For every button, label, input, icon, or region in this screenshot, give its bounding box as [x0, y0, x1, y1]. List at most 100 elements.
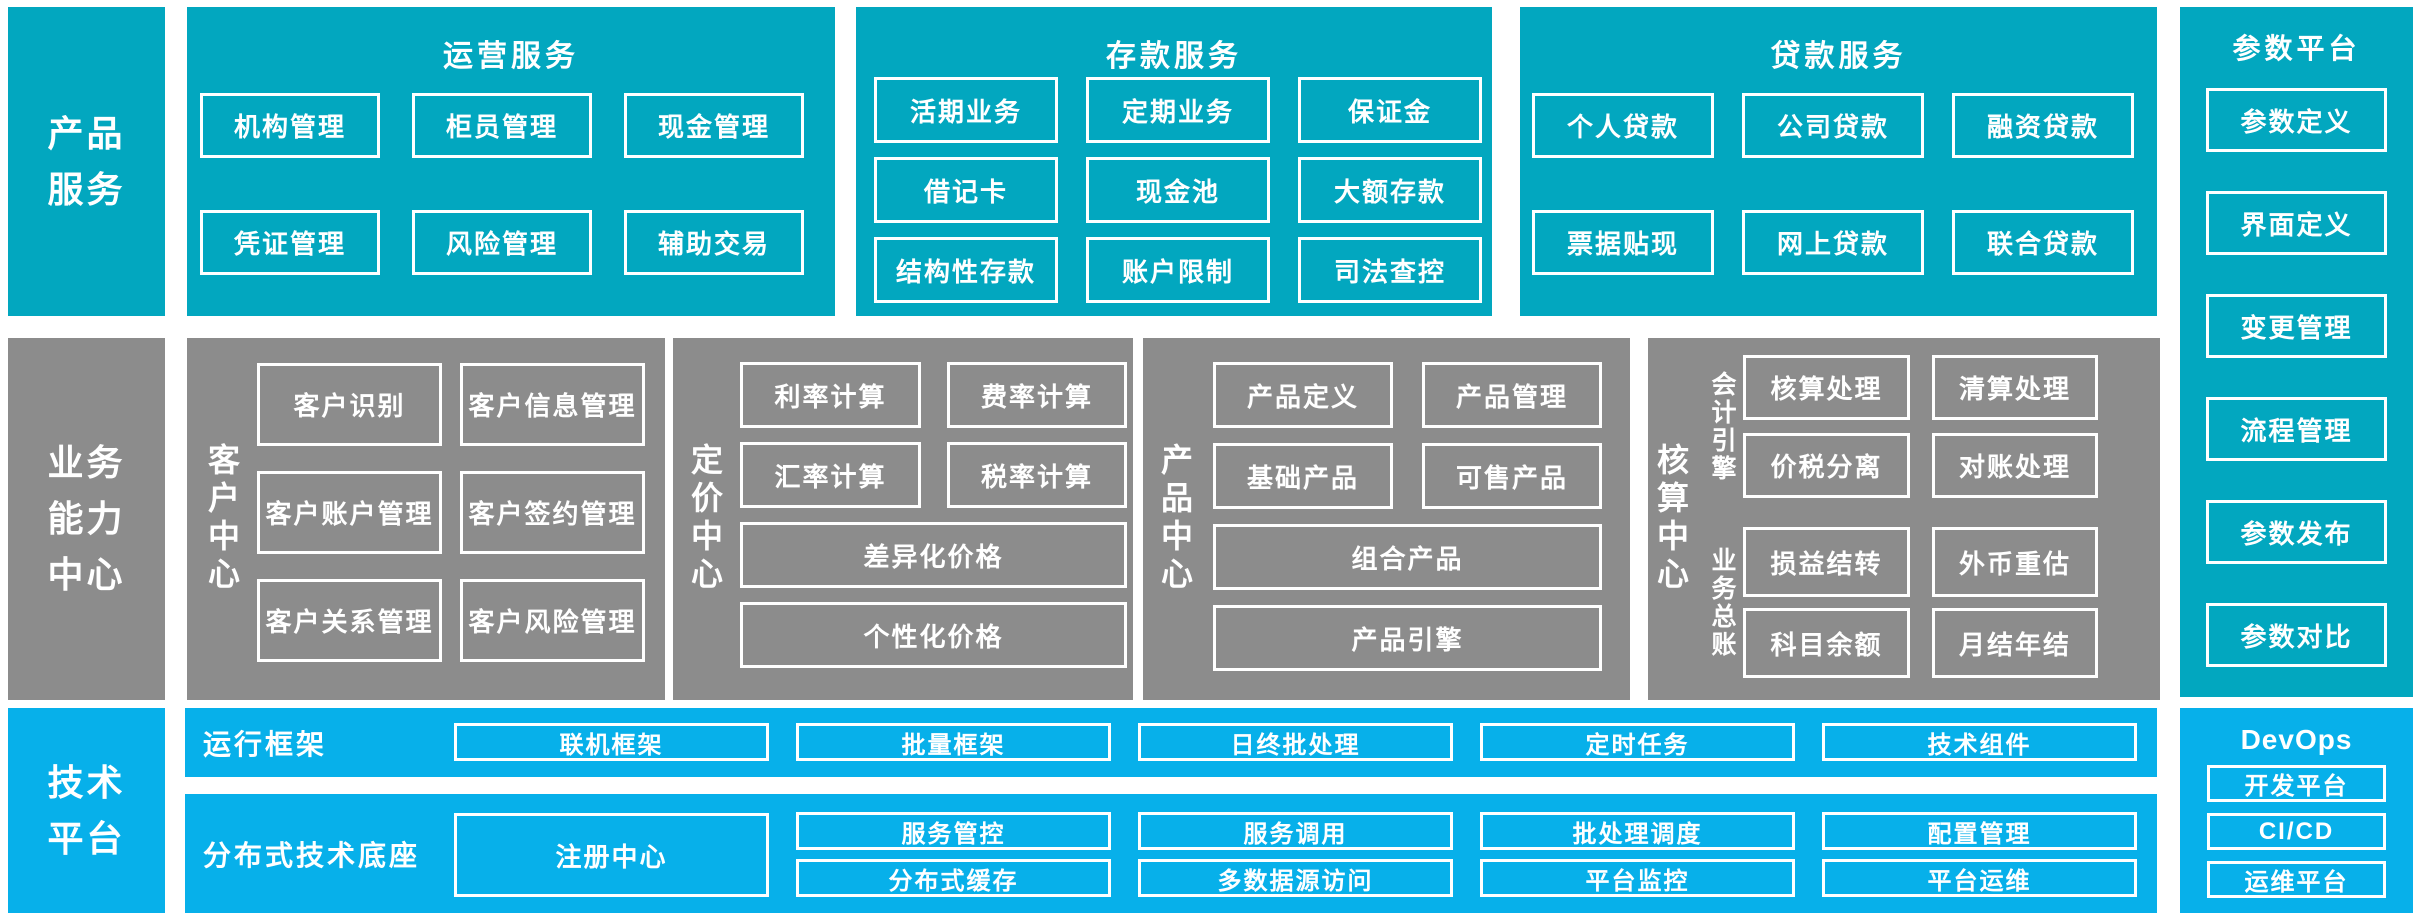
ledger-grid: 损益结转 外币重估 科目余额 月结年结	[1743, 527, 2098, 678]
diagram-box: 税率计算	[947, 442, 1127, 508]
diagram-box: 月结年结	[1932, 608, 2098, 678]
diagram-box: 变更管理	[2206, 294, 2387, 358]
diagram-box: 借记卡	[874, 157, 1058, 223]
center-customer: 客户中心 客户识别 客户信息管理 客户账户管理 客户签约管理 客户关系管理 客户…	[187, 338, 665, 700]
rail-product-services-label: 产品 服务	[47, 112, 126, 210]
diagram-box: 现金池	[1086, 157, 1270, 223]
diagram-box: 账户限制	[1086, 237, 1270, 303]
center-label: 核算中心	[1653, 443, 1689, 595]
diagram-box: 技术组件	[1822, 723, 2137, 761]
diagram-box: 柜员管理	[412, 93, 592, 158]
diagram-box: 风险管理	[412, 210, 592, 275]
diagram-box: 融资贷款	[1952, 93, 2134, 158]
diagram-box: 损益结转	[1743, 527, 1910, 597]
diagram-box-wide: 产品引擎	[1213, 605, 1602, 671]
diagram-box: 大额存款	[1298, 157, 1482, 223]
rail-business-capability-label: 业务 能力 中心	[47, 442, 126, 595]
accounting-group-ledger: 业务总账 损益结转 外币重估 科目余额 月结年结	[1700, 527, 2098, 678]
diagram-box: 联机框架	[454, 723, 769, 761]
diagram-box: 外币重估	[1932, 527, 2098, 597]
distributed-grid: 服务管控 服务调用 批处理调度 配置管理 分布式缓存 多数据源访问 平台监控 平…	[796, 812, 2137, 897]
diagram-box: 流程管理	[2206, 397, 2387, 461]
diagram-box: 服务调用	[1138, 812, 1453, 850]
diagram-box: 辅助交易	[624, 210, 804, 275]
diagram-box: 配置管理	[1822, 812, 2137, 850]
diagram-box: 司法查控	[1298, 237, 1482, 303]
diagram-box: 参数定义	[2206, 88, 2387, 152]
section-parameter-platform: 参数平台 参数定义 界面定义 变更管理 流程管理 参数发布 参数对比	[2180, 7, 2413, 697]
diagram-box: 保证金	[1298, 77, 1482, 143]
parameter-list: 参数定义 界面定义 变更管理 流程管理 参数发布 参数对比	[2206, 88, 2387, 667]
loan-grid: 个人贷款 公司贷款 融资贷款 票据贴现 网上贷款 联合贷款	[1532, 93, 2134, 275]
diagram-box: 机构管理	[200, 93, 380, 158]
diagram-box: 客户签约管理	[460, 471, 645, 554]
customer-grid: 客户识别 客户信息管理 客户账户管理 客户签约管理 客户关系管理 客户风险管理	[257, 363, 645, 662]
diagram-box: 产品定义	[1213, 362, 1393, 428]
product-grid: 产品定义 产品管理 基础产品 可售产品 组合产品 产品引擎	[1213, 362, 1602, 671]
section-loan-services: 贷款服务 个人贷款 公司贷款 融资贷款 票据贴现 网上贷款 联合贷款	[1520, 7, 2157, 316]
diagram-box: 定期业务	[1086, 77, 1270, 143]
diagram-box: 票据贴现	[1532, 210, 1714, 275]
section-devops: DevOps 开发平台 CI/CD 运维平台	[2180, 708, 2413, 913]
section-operations-services: 运营服务 机构管理 柜员管理 现金管理 凭证管理 风险管理 辅助交易	[187, 7, 835, 316]
center-accounting: 核算中心 会计引擎 核算处理 清算处理 价税分离 对账处理 业务总账 损益结转 …	[1648, 338, 2160, 700]
diagram-box: 客户识别	[257, 363, 442, 446]
diagram-box: 客户风险管理	[460, 579, 645, 662]
registry-center-box: 注册中心	[454, 813, 769, 897]
diagram-box: 结构性存款	[874, 237, 1058, 303]
diagram-box: 服务管控	[796, 812, 1111, 850]
diagram-box: 对账处理	[1932, 433, 2098, 498]
diagram-box: 可售产品	[1422, 443, 1602, 509]
center-label: 产品中心	[1157, 443, 1193, 595]
runtime-boxes: 联机框架 批量框架 日终批处理 定时任务 技术组件	[454, 723, 2137, 761]
diagram-box: 现金管理	[624, 93, 804, 158]
center-product: 产品中心 产品定义 产品管理 基础产品 可售产品 组合产品 产品引擎	[1143, 338, 1630, 700]
center-pricing: 定价中心 利率计算 费率计算 汇率计算 税率计算 差异化价格 个性化价格	[673, 338, 1133, 700]
diagram-box: 多数据源访问	[1138, 859, 1453, 897]
diagram-box: 批量框架	[796, 723, 1111, 761]
diagram-box: 价税分离	[1743, 433, 1910, 498]
diagram-box: 费率计算	[947, 362, 1127, 428]
diagram-box: 利率计算	[740, 362, 921, 428]
diagram-box: 定时任务	[1480, 723, 1795, 761]
rail-product-services: 产品 服务	[8, 7, 165, 316]
section-deposit-services: 存款服务 活期业务 定期业务 保证金 借记卡 现金池 大额存款 结构性存款 账户…	[856, 7, 1492, 316]
bar-label: 分布式技术底座	[203, 839, 421, 871]
center-label: 定价中心	[687, 443, 723, 595]
diagram-box: 参数发布	[2206, 500, 2387, 564]
diagram-box: 运维平台	[2207, 861, 2386, 898]
devops-list: 开发平台 CI/CD 运维平台	[2207, 765, 2386, 898]
diagram-box: 参数对比	[2206, 603, 2387, 667]
diagram-box: CI/CD	[2207, 813, 2386, 850]
section-title: 存款服务	[1106, 40, 1242, 73]
diagram-box: 科目余额	[1743, 608, 1910, 678]
diagram-box: 基础产品	[1213, 443, 1393, 509]
diagram-box: 客户账户管理	[257, 471, 442, 554]
rail-tech-platform: 技术 平台	[8, 708, 165, 913]
diagram-box: 核算处理	[1743, 355, 1910, 420]
operations-grid: 机构管理 柜员管理 现金管理 凭证管理 风险管理 辅助交易	[200, 93, 804, 275]
bar-distributed-base: 分布式技术底座 注册中心 服务管控 服务调用 批处理调度 配置管理 分布式缓存 …	[185, 794, 2157, 913]
engine-grid: 核算处理 清算处理 价税分离 对账处理	[1743, 355, 2098, 498]
diagram-box: 凭证管理	[200, 210, 380, 275]
diagram-box-wide: 个性化价格	[740, 602, 1127, 668]
section-title: DevOps	[2240, 724, 2353, 755]
center-label: 客户中心	[204, 443, 240, 595]
accounting-group-engine: 会计引擎 核算处理 清算处理 价税分离 对账处理	[1700, 355, 2098, 498]
rail-business-capability-center: 业务 能力 中心	[8, 338, 165, 700]
diagram-box: 活期业务	[874, 77, 1058, 143]
bar-runtime-framework: 运行框架 联机框架 批量框架 日终批处理 定时任务 技术组件	[185, 708, 2157, 777]
diagram-box: 网上贷款	[1742, 210, 1924, 275]
diagram-box: 联合贷款	[1952, 210, 2134, 275]
bar-label: 运行框架	[203, 728, 328, 760]
section-title: 参数平台	[2232, 33, 2361, 64]
diagram-box: 平台运维	[1822, 859, 2137, 897]
diagram-box: 产品管理	[1422, 362, 1602, 428]
diagram-box: 批处理调度	[1480, 812, 1795, 850]
diagram-box-wide: 组合产品	[1213, 524, 1602, 590]
diagram-box: 客户信息管理	[460, 363, 645, 446]
section-title: 运营服务	[443, 40, 579, 73]
diagram-box: 清算处理	[1932, 355, 2098, 420]
diagram-box: 公司贷款	[1742, 93, 1924, 158]
